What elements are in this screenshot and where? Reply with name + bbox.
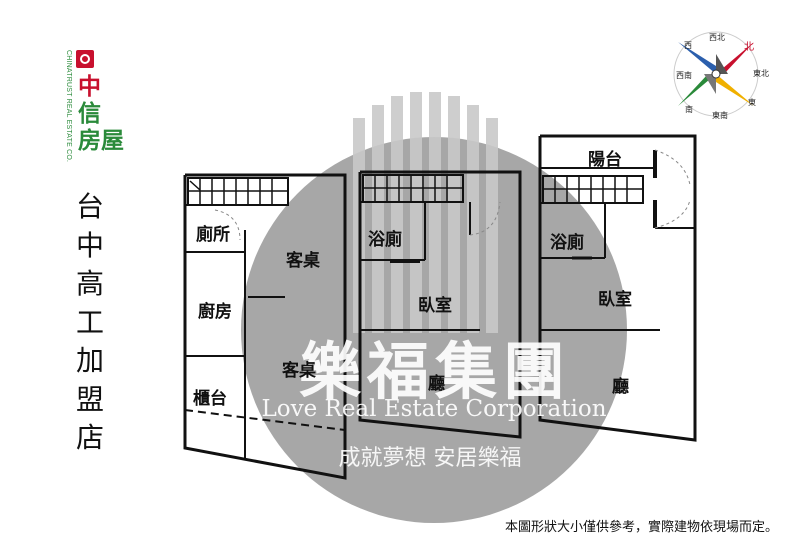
brand-chinese-name: 中信房屋	[78, 74, 124, 154]
floor1-bathroom-label: 廁所	[196, 225, 230, 245]
floor1-dining-lower-label: 客桌	[282, 361, 316, 381]
compass-rose	[673, 31, 759, 117]
compass-northwest-label: 西北	[709, 33, 725, 42]
watermark-slogan: 成就夢想 安居樂福	[338, 446, 522, 471]
compass-southeast-label: 東南	[712, 111, 728, 120]
floor1-stair-treads	[188, 178, 288, 205]
floor1-counter-label: 櫃台	[193, 389, 227, 409]
floor1-dining-upper-label: 客桌	[286, 251, 320, 271]
floor3-bathroom-label: 浴廁	[550, 233, 584, 253]
floor3-bedroom-label: 臥室	[598, 290, 632, 310]
floor3-stair-treads	[543, 176, 643, 203]
floor3-balcony-label: 陽台	[588, 150, 622, 170]
floor2-outline	[358, 170, 522, 439]
floor3-outline	[538, 134, 697, 442]
compass-north-label: 北	[744, 42, 754, 53]
floor2-bathroom-label: 浴廁	[368, 230, 402, 250]
disclaimer-text: 本圖形狀大小僅供參考，實際建物依現場而定。	[504, 520, 778, 535]
brand-english-name: CHINATRUST REAL ESTATE CO.	[65, 50, 72, 163]
floor2-stair-treads	[363, 175, 463, 202]
brand-logo-icon	[76, 50, 94, 68]
compass-northeast-label: 東北	[753, 69, 769, 78]
compass-east-label: 東	[748, 98, 756, 107]
compass-south-label: 南	[685, 105, 693, 114]
floor1-kitchen-label: 廚房	[198, 302, 232, 322]
floor3-hall-label: 廳	[612, 377, 629, 397]
brand-block: CHINATRUST REAL ESTATE CO.	[58, 50, 148, 165]
floor2-hall-label: 廳	[428, 374, 445, 394]
floor2-bedroom-label: 臥室	[418, 296, 452, 316]
store-name: 台中高工加盟店	[75, 190, 104, 454]
watermark-name-cn: 樂福集團	[298, 335, 571, 408]
compass-southwest-label: 西南	[676, 71, 692, 80]
watermark-name-en: Love Real Estate Corporation	[261, 396, 607, 422]
compass-west-label: 西	[684, 41, 692, 50]
